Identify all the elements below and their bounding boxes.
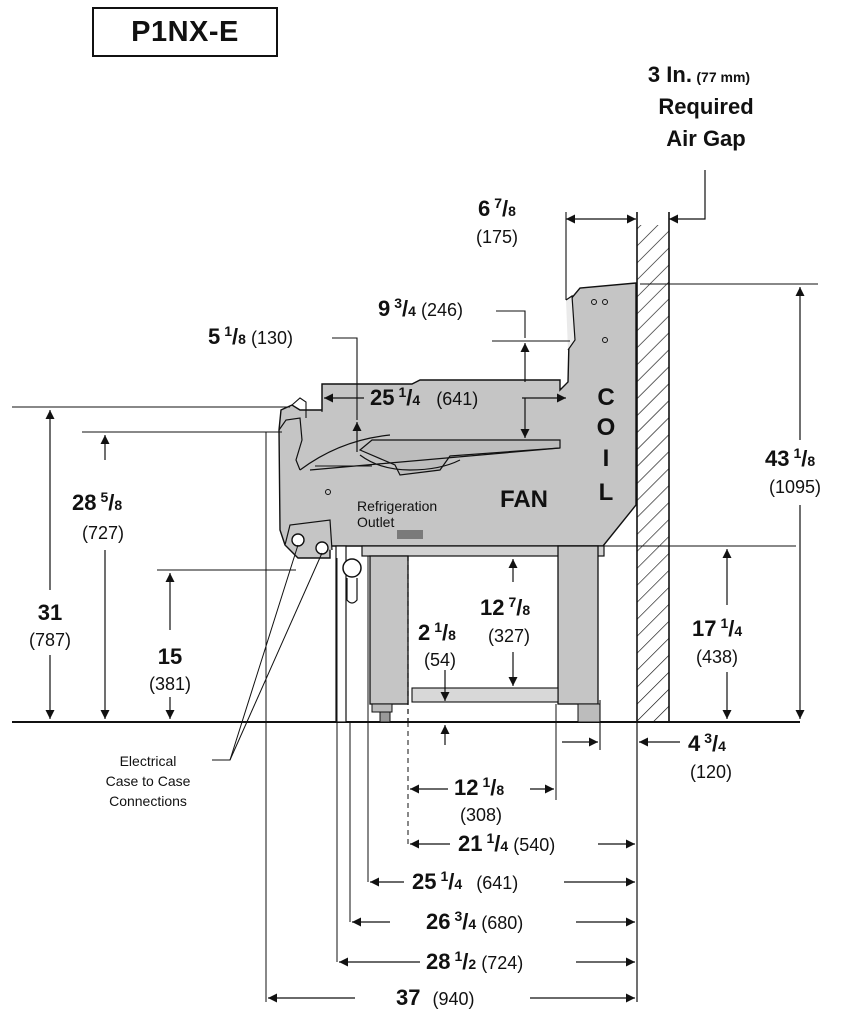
svg-text:(120): (120): [690, 762, 732, 782]
svg-text:127/8: 127/8: [480, 594, 530, 620]
svg-text:67/8: 67/8: [478, 195, 516, 221]
wall: [636, 212, 670, 722]
air-gap-note: 3 In. (77 mm) Required Air Gap: [648, 62, 754, 220]
svg-text:(54): (54): [424, 650, 456, 670]
svg-text:(438): (438): [696, 647, 738, 667]
svg-text:(787): (787): [29, 630, 71, 650]
coil-label-l: L: [599, 479, 614, 506]
svg-text:(327): (327): [488, 626, 530, 646]
svg-text:(381): (381): [149, 674, 191, 694]
extension-lines: [265, 432, 638, 1002]
refrigeration-label-1: Refrigeration: [357, 498, 437, 514]
svg-text:15: 15: [158, 644, 182, 669]
svg-text:43/4: 43/4: [688, 730, 726, 756]
svg-text:Case to Case: Case to Case: [106, 773, 191, 789]
svg-text:(1095): (1095): [769, 477, 821, 497]
svg-text:Connections: Connections: [109, 793, 187, 809]
air-gap-line1-big: 3 In.: [648, 62, 692, 87]
svg-text:31: 31: [38, 600, 62, 625]
case-base: [335, 545, 605, 723]
svg-text:211/4(540): 211/4(540): [458, 830, 555, 856]
electrical-callout: Electrical Case to Case Connections: [106, 544, 323, 809]
svg-text:431/8: 431/8: [765, 445, 815, 471]
air-gap-line1-small: (77 mm): [696, 69, 750, 85]
svg-text:Electrical: Electrical: [120, 753, 177, 769]
dim-15: 15 (381): [149, 569, 296, 719]
case-body: [278, 282, 637, 559]
svg-text:93/4(246): 93/4(246): [378, 295, 463, 321]
svg-text:3 In. (77 mm): 3 In. (77 mm): [648, 62, 750, 87]
svg-text:121/8: 121/8: [454, 774, 504, 800]
dim-31: 31 (787): [12, 406, 290, 719]
svg-text:21/8: 21/8: [418, 619, 456, 645]
refrigeration-label-2: Outlet: [357, 514, 394, 530]
svg-text:281/2(724): 281/2(724): [426, 948, 523, 974]
fan-label: FAN: [500, 486, 548, 513]
svg-text:263/4(680): 263/4(680): [426, 908, 523, 934]
coil-label-c: C: [597, 384, 614, 411]
svg-text:51/8(130): 51/8(130): [208, 323, 293, 349]
svg-text:(175): (175): [476, 227, 518, 247]
svg-text:171/4: 171/4: [692, 615, 742, 641]
svg-text:37(940): 37(940): [396, 985, 475, 1010]
air-gap-line2: Required: [658, 94, 753, 119]
svg-text:(308): (308): [460, 805, 502, 825]
model-title: P1NX-E: [92, 7, 278, 57]
dim-37: 37(940): [268, 985, 635, 1010]
model-title-text: P1NX-E: [131, 15, 239, 48]
svg-text:251/4(641): 251/4(641): [412, 868, 518, 894]
air-gap-line3: Air Gap: [666, 126, 745, 151]
svg-text:285/8: 285/8: [72, 489, 122, 515]
coil-label-i: I: [603, 445, 610, 472]
coil-label-o: O: [597, 414, 616, 441]
svg-text:251/4(641): 251/4(641): [370, 384, 478, 410]
svg-text:(727): (727): [82, 523, 124, 543]
